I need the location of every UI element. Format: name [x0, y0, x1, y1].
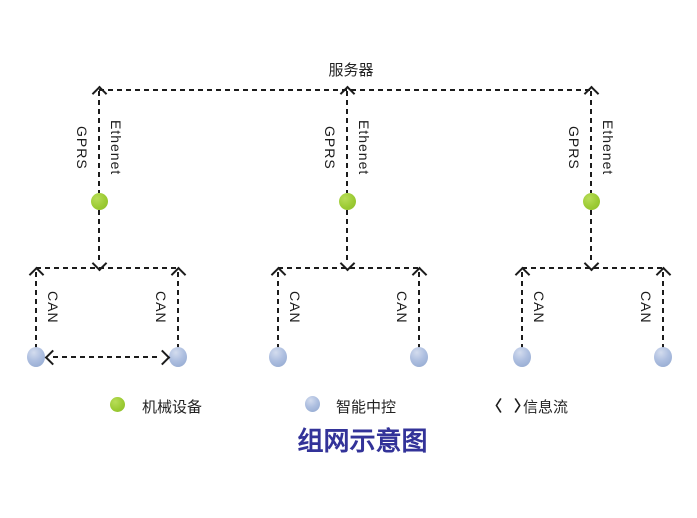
uplink-line	[98, 91, 100, 193]
legend-controller-dot-icon	[305, 396, 320, 412]
can-drop-line	[662, 272, 664, 348]
controller-node	[27, 347, 45, 367]
can-label: CAN	[394, 290, 410, 324]
can-label: CAN	[153, 290, 169, 324]
uplink-gprs-label: GPRS	[74, 125, 90, 170]
uplink-ethernet-label: Ethenet	[600, 119, 616, 176]
can-drop-line	[177, 272, 179, 348]
can-label: CAN	[45, 290, 61, 324]
legend-device-label: 机械设备	[142, 399, 203, 416]
can-label: CAN	[638, 290, 654, 324]
downlink-line	[98, 210, 100, 264]
downlink-line	[346, 210, 348, 264]
can-bus-line	[36, 267, 178, 269]
device-node	[583, 193, 600, 210]
controller-node	[513, 347, 531, 367]
can-drop-line	[277, 272, 279, 348]
can-label: CAN	[287, 290, 303, 324]
uplink-line	[590, 91, 592, 193]
can-drop-line	[35, 272, 37, 348]
arrow-right-icon	[154, 349, 171, 366]
uplink-ethernet-label: Ethenet	[108, 119, 124, 176]
can-drop-line	[521, 272, 523, 348]
controller-node	[169, 347, 187, 367]
arrow-left-icon	[44, 349, 61, 366]
controller-node	[269, 347, 287, 367]
legend-device-dot-icon	[110, 397, 125, 412]
uplink-line	[346, 91, 348, 193]
peer-flow-line	[53, 356, 157, 358]
controller-node	[410, 347, 428, 367]
downlink-line	[590, 210, 592, 264]
legend-flow-label: 信息流	[523, 399, 569, 416]
can-bus-line	[522, 267, 663, 269]
device-node	[91, 193, 108, 210]
uplink-ethernet-label: Ethenet	[356, 119, 372, 176]
legend-flow-arrows-icon: 〈 〉	[487, 398, 534, 415]
diagram-title: 组网示意图	[297, 426, 428, 456]
server-bus-line	[99, 89, 591, 91]
controller-node	[654, 347, 672, 367]
server-label: 服务器	[328, 62, 374, 79]
device-node	[339, 193, 356, 210]
can-drop-line	[418, 272, 420, 348]
can-label: CAN	[531, 290, 547, 324]
uplink-gprs-label: GPRS	[566, 125, 582, 170]
uplink-gprs-label: GPRS	[322, 125, 338, 170]
can-bus-line	[278, 267, 419, 269]
legend-controller-label: 智能中控	[336, 399, 397, 416]
